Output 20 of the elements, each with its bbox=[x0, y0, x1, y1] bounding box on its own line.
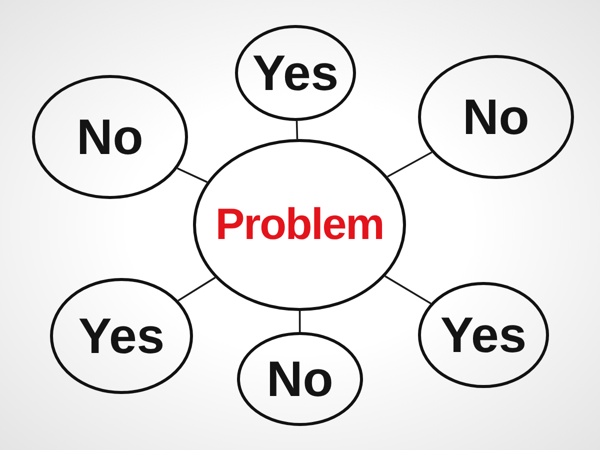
connector-line bbox=[387, 151, 432, 178]
node-label: Yes bbox=[78, 311, 165, 361]
ellipse-node bbox=[235, 25, 356, 121]
connector-line bbox=[298, 311, 301, 332]
ellipse-node bbox=[193, 139, 406, 311]
node-label: No bbox=[462, 92, 530, 142]
node-label: No bbox=[266, 354, 334, 404]
connector-line bbox=[384, 275, 432, 304]
connector-line bbox=[178, 276, 216, 302]
ellipse-node bbox=[32, 75, 188, 199]
connector-line bbox=[296, 120, 298, 140]
connector-line bbox=[176, 167, 208, 183]
node-label: Problem bbox=[215, 203, 384, 247]
node-label: No bbox=[76, 112, 144, 162]
node-label: Yes bbox=[252, 48, 339, 98]
ellipse-node bbox=[418, 282, 549, 388]
node-label: Yes bbox=[440, 310, 527, 360]
ellipse-node bbox=[418, 55, 574, 179]
ellipse-node bbox=[237, 332, 363, 426]
ellipse-node bbox=[50, 278, 193, 394]
